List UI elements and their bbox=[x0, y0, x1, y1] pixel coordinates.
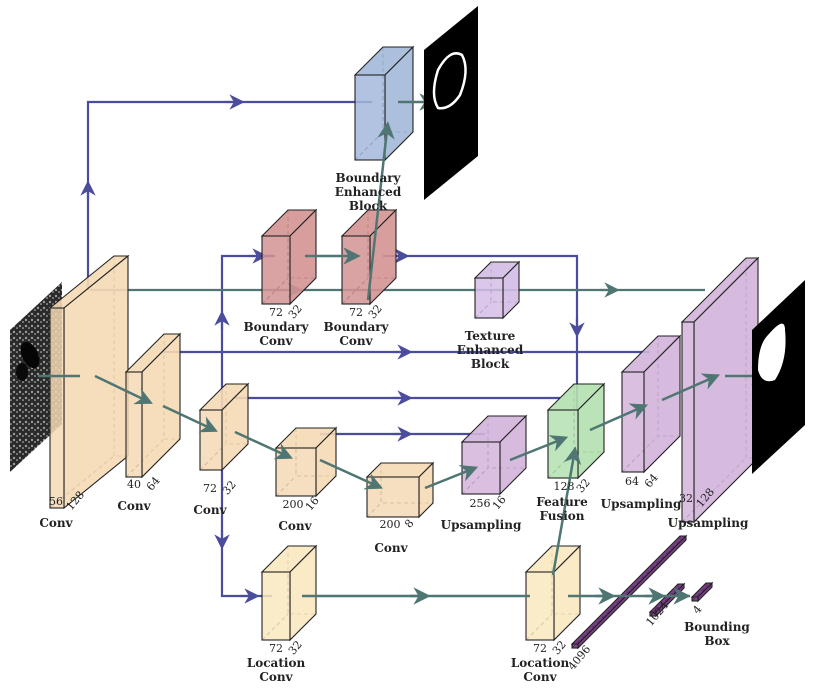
upsampling1-label: Upsampling bbox=[441, 518, 522, 532]
conv3-dims-width: 72 bbox=[203, 482, 217, 495]
fusion-label: Feature bbox=[536, 495, 588, 509]
conv1-label: Conv bbox=[39, 516, 73, 530]
location-conv1-block bbox=[260, 544, 318, 642]
texture-block-label: Texture bbox=[465, 329, 516, 343]
upsampling2-block bbox=[620, 334, 682, 474]
skip-boundary-to-fusion bbox=[383, 254, 579, 410]
texture-block-label: Enhanced bbox=[457, 343, 524, 357]
input-ultrasound-image bbox=[10, 282, 62, 472]
conv5-dims-width: 200 bbox=[380, 518, 401, 531]
texture-enhanced-block bbox=[473, 260, 521, 320]
main-flow-arrows bbox=[38, 93, 769, 605]
conv1-block bbox=[48, 254, 130, 510]
boundary-conv1-dims-depth: 32 bbox=[286, 302, 305, 321]
boundary-block-label: Block bbox=[349, 199, 388, 213]
boundary-conv1-label: Boundary bbox=[243, 320, 309, 334]
location-conv1-label: Conv bbox=[259, 670, 293, 684]
location-conv2-label: Location bbox=[511, 656, 570, 670]
upsampling1-dims-width: 256 bbox=[470, 497, 491, 510]
location-conv1-dims-depth: 32 bbox=[286, 638, 305, 657]
boundary-conv1-dims-width: 72 bbox=[269, 306, 283, 319]
location-conv2-dims-width: 72 bbox=[533, 642, 547, 655]
texture-block-label: Block bbox=[471, 357, 510, 371]
fusion-dims-width: 128 bbox=[554, 480, 575, 493]
boundary-conv1-block bbox=[260, 208, 318, 306]
conv1-dims-width: 56 bbox=[49, 495, 63, 508]
boundary-block-label: Boundary bbox=[335, 171, 401, 185]
boundary-conv2-label: Conv bbox=[339, 334, 373, 348]
upsampling2-dims-depth: 64 bbox=[642, 471, 661, 490]
upsampling3-dims-width: 32 bbox=[679, 492, 693, 505]
boundary-enhanced-block bbox=[353, 45, 415, 162]
fusion-label: Fusion bbox=[539, 509, 584, 523]
boundary-conv2-dims-width: 72 bbox=[349, 306, 363, 319]
upsampling1-block bbox=[460, 414, 528, 496]
conv4-dims-depth: 16 bbox=[303, 494, 322, 513]
bounding-box-label: Box bbox=[704, 634, 730, 648]
bounding-box-label: Bounding bbox=[684, 620, 750, 634]
conv5-label: Conv bbox=[374, 541, 408, 555]
location-conv2-block bbox=[524, 544, 582, 642]
location-conv1-dims-width: 72 bbox=[269, 642, 283, 655]
skip-to-boundary-block bbox=[86, 100, 372, 290]
segmentation-output-map bbox=[752, 280, 805, 474]
boundary-conv2-dims-depth: 32 bbox=[366, 302, 385, 321]
conv4-dims-width: 200 bbox=[283, 498, 304, 511]
conv2-dims-width: 40 bbox=[127, 478, 141, 491]
location-conv2-label: Conv bbox=[523, 670, 557, 684]
boundary-output-map bbox=[424, 6, 478, 200]
fc-4 bbox=[690, 581, 714, 603]
conv5-block bbox=[365, 461, 435, 519]
fusion-dims-depth: 32 bbox=[574, 476, 593, 495]
boundary-conv2-label: Boundary bbox=[323, 320, 389, 334]
upsampling1-dims-depth: 16 bbox=[490, 493, 509, 512]
boundary-block-label: Enhanced bbox=[335, 185, 402, 199]
conv5-dims-depth: 8 bbox=[402, 517, 416, 531]
conv3-label: Conv bbox=[193, 503, 227, 517]
conv2-dims-depth: 64 bbox=[144, 474, 163, 493]
fc1-dim: 4096 bbox=[565, 643, 593, 673]
conv2-label: Conv bbox=[117, 499, 151, 513]
upsampling3-label: Upsampling bbox=[668, 516, 749, 530]
boundary-conv1-label: Conv bbox=[259, 334, 293, 348]
location-conv1-label: Location bbox=[247, 656, 306, 670]
upsampling2-label: Upsampling bbox=[601, 497, 682, 511]
upsampling2-dims-width: 64 bbox=[625, 475, 639, 488]
conv2-block bbox=[124, 332, 182, 479]
location-conv2-dims-depth: 32 bbox=[550, 638, 569, 657]
conv4-label: Conv bbox=[278, 519, 312, 533]
upsampling3-block bbox=[680, 256, 760, 524]
fc3-dim: 4 bbox=[690, 603, 704, 617]
fc-4096 bbox=[570, 534, 688, 650]
